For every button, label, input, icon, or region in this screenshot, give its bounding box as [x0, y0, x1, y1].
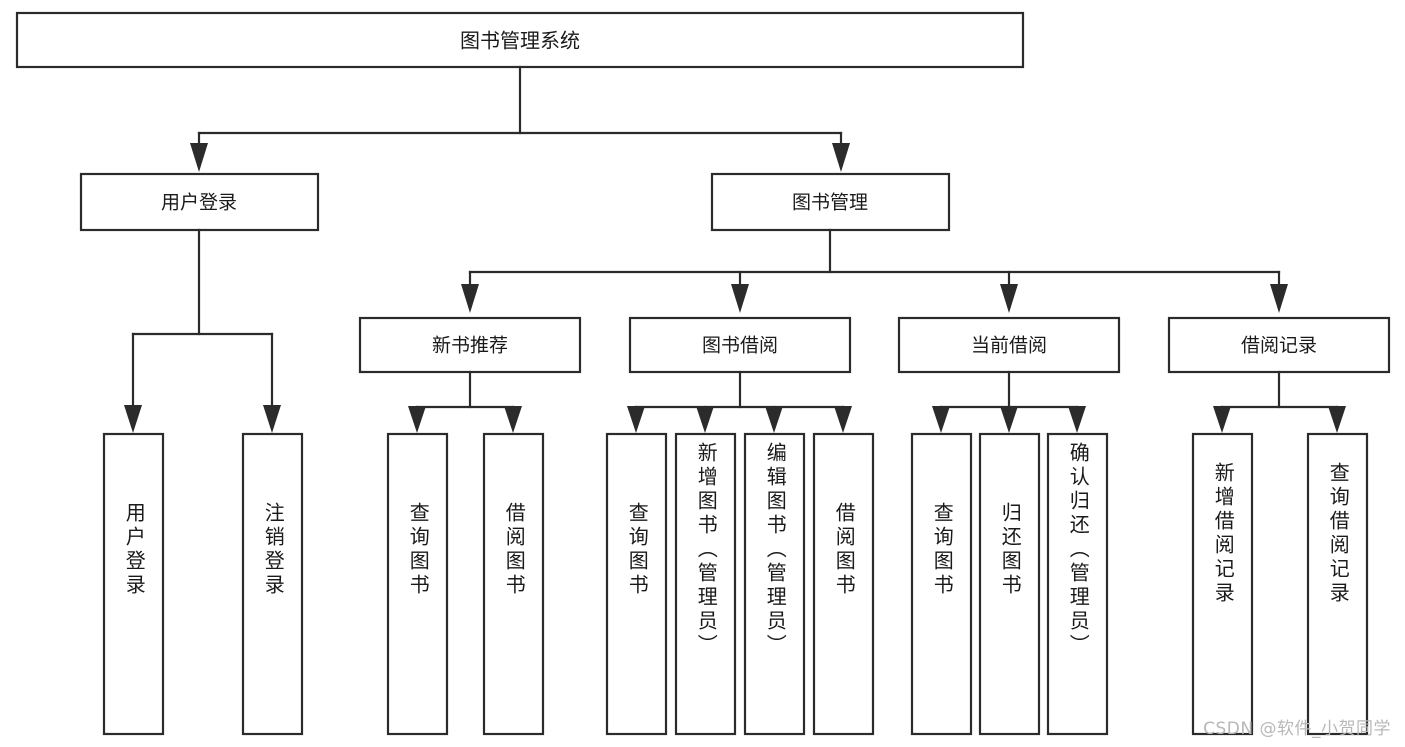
node-current-borrow-label: 当前借阅	[971, 335, 1047, 357]
node-book-management[interactable]: 图书管理	[710, 172, 951, 232]
node-user-login[interactable]: 用户登录	[79, 172, 320, 232]
arrow-head-icon	[834, 406, 852, 433]
arrow-head-icon	[765, 406, 783, 433]
node-borrow-record-label: 借阅记录	[1241, 335, 1317, 357]
connector-borrowrecord-to-leaves	[1213, 370, 1346, 433]
node-current-borrow-box[interactable]	[897, 316, 1121, 374]
node-root[interactable]: 图书管理系统	[15, 11, 1025, 69]
node-borrow-record[interactable]: 借阅记录	[1167, 316, 1391, 374]
node-user-login-box[interactable]	[79, 172, 320, 232]
connector-userlogin-to-leaves	[124, 228, 281, 433]
leaf-box-borrow-book-2[interactable]	[812, 432, 875, 736]
leaf-box-user-login[interactable]	[102, 432, 165, 736]
arrow-head-icon	[263, 405, 281, 433]
node-root-box[interactable]	[15, 11, 1025, 69]
node-book-borrow-label: 图书借阅	[702, 335, 778, 357]
leaf-box-borrow-book-1[interactable]	[482, 432, 545, 736]
arrow-head-icon	[627, 406, 645, 433]
arrow-head-icon	[832, 143, 850, 172]
connector-newbook-to-leaves	[408, 370, 522, 433]
leaf-box-query-book-1[interactable]	[386, 432, 449, 736]
connector-root-to-level2	[190, 65, 850, 172]
node-new-book-recommend-label: 新书推荐	[432, 335, 508, 357]
arrow-head-icon	[190, 143, 208, 172]
arrow-head-icon	[731, 284, 749, 313]
arrow-head-icon	[1000, 284, 1018, 313]
leaf-box-query-book-3[interactable]	[910, 432, 973, 736]
leaf-box-edit-book[interactable]	[743, 432, 806, 736]
arrow-head-icon	[1270, 284, 1288, 313]
node-new-book-recommend[interactable]: 新书推荐	[358, 316, 582, 374]
arrow-head-icon	[1328, 406, 1346, 433]
arrow-head-icon	[696, 406, 714, 433]
node-user-login-label: 用户登录	[161, 192, 237, 214]
node-book-borrow[interactable]: 图书借阅	[628, 316, 852, 374]
arrow-head-icon	[1068, 406, 1086, 433]
leaf-box-add-book[interactable]	[674, 432, 737, 736]
connector-bookmgmt-to-level3	[461, 228, 1288, 313]
node-new-book-recommend-box[interactable]	[358, 316, 582, 374]
connector-bookborrow-to-leaves	[627, 370, 852, 433]
leaf-box-logout[interactable]	[241, 432, 304, 736]
leaf-box-confirm-return[interactable]	[1046, 432, 1109, 736]
arrow-head-icon	[124, 405, 142, 433]
arrow-head-icon	[408, 406, 426, 433]
leaf-box-add-record[interactable]	[1191, 432, 1254, 736]
arrow-head-icon	[1000, 406, 1018, 433]
arrow-head-icon	[504, 406, 522, 433]
arrow-head-icon	[932, 406, 950, 433]
node-root-label: 图书管理系统	[460, 29, 580, 53]
connector-currentborrow-to-leaves	[932, 370, 1086, 433]
node-current-borrow[interactable]: 当前借阅	[897, 316, 1121, 374]
node-book-management-label: 图书管理	[792, 192, 868, 214]
arrow-head-icon	[1213, 406, 1231, 433]
leaf-box-return-book[interactable]	[978, 432, 1041, 736]
arrow-head-icon	[461, 284, 479, 313]
leaf-box-query-record[interactable]	[1306, 432, 1369, 736]
leaf-box-query-book-2[interactable]	[605, 432, 668, 736]
